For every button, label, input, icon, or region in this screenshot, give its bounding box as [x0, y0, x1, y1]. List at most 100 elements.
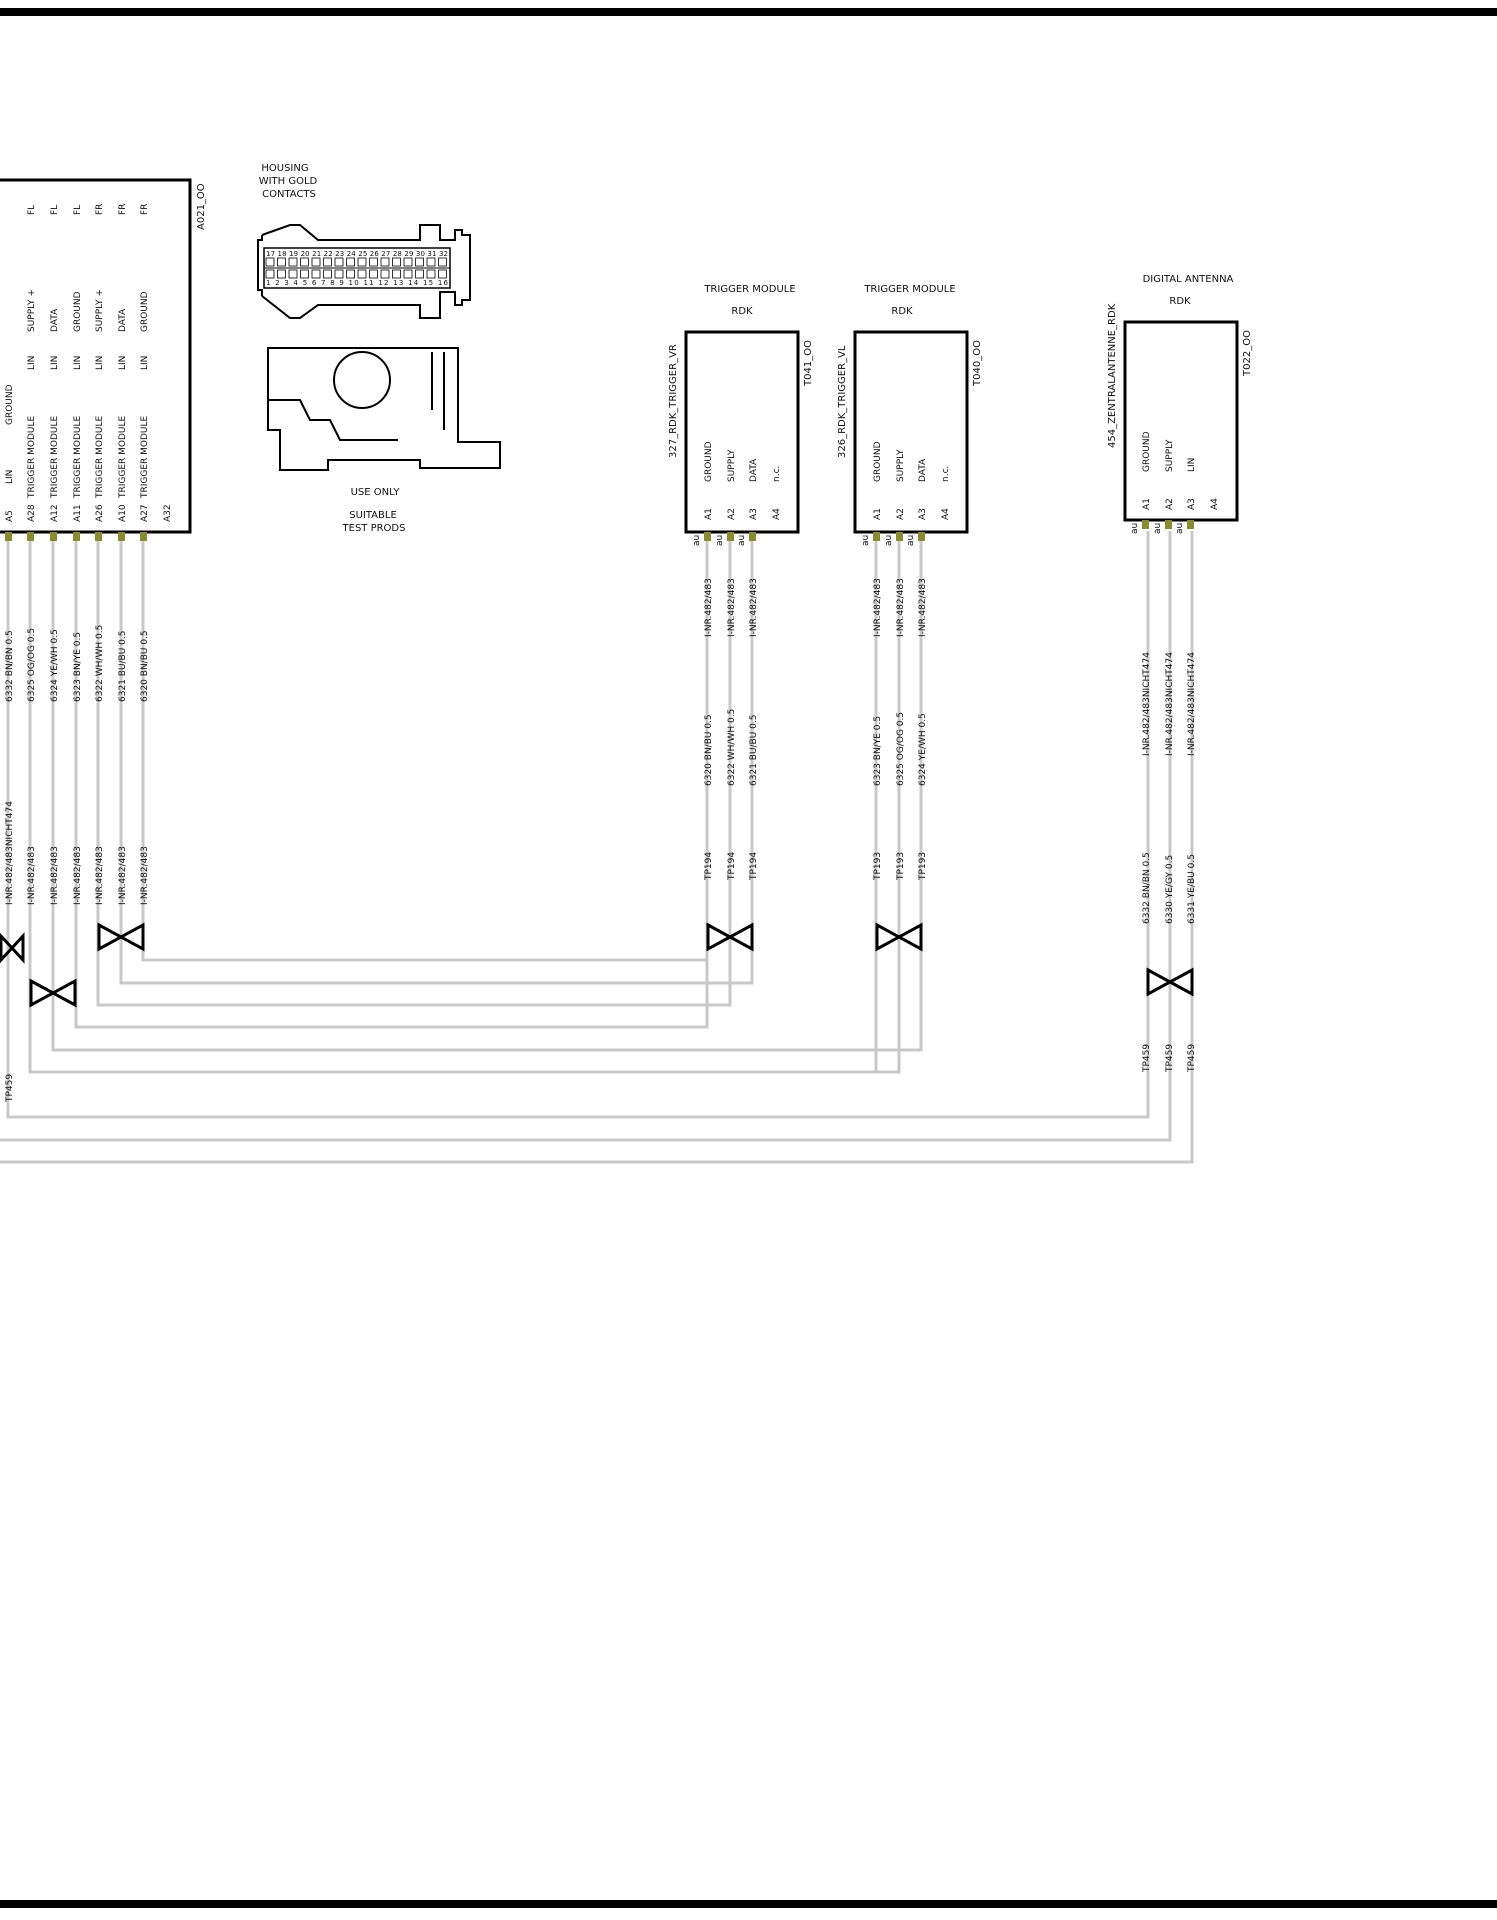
housing-cell: [415, 257, 424, 267]
inr-label: I-NR.482/483: [73, 846, 83, 905]
wire-route: [96, 541, 732, 1007]
module-pin-signal: DATA: [918, 458, 928, 482]
wire-route: [119, 541, 754, 985]
test-point-label: TP194: [749, 852, 759, 881]
pin-contact: [140, 532, 147, 541]
wire-label: 6321 BU/BU 0.5: [118, 631, 128, 703]
wire-label: 6322 WH/WH 0.5: [727, 709, 737, 786]
connector-face-icon: [257, 224, 471, 319]
module-pin-number: A3: [1187, 498, 1197, 510]
housing-cell: [277, 269, 286, 279]
module-pin-number: A1: [1142, 498, 1152, 510]
housing-cell: [288, 269, 298, 279]
housing-cell: [300, 269, 309, 279]
housing-cell: [357, 269, 367, 279]
inr-label: I-NR.482/483: [918, 578, 928, 637]
wire-route: [74, 541, 709, 1029]
housing-cell: [346, 257, 355, 267]
au-label: au: [861, 535, 871, 546]
module-title-sub: RDK: [891, 306, 913, 317]
module-pin-signal: SUPPLY: [896, 449, 906, 482]
inr-label: I-NR.482/483: [896, 578, 906, 637]
au-label: au: [906, 535, 916, 546]
ecu-pin-side: FR: [140, 204, 150, 215]
pin-contact: [27, 532, 34, 541]
ecu-pin-signal: DATA: [50, 308, 60, 332]
module-pin-signal: GROUND: [873, 441, 883, 482]
inr-label: I-NR.482/483: [704, 578, 714, 637]
module-id: T022_OO: [1242, 330, 1253, 377]
ecu-pin-signal: SUPPLY +: [27, 289, 37, 332]
housing-note-1: USE ONLY: [351, 487, 401, 498]
inline-connector-icon: [97, 922, 145, 952]
ecu-pin-side: FL: [50, 205, 60, 215]
inline-connector-icon: [1146, 967, 1194, 997]
wire-route: [6, 531, 1150, 1119]
pin-contact: [50, 532, 57, 541]
module-pin-signal: GROUND: [1142, 431, 1152, 472]
housing-cell: [288, 257, 298, 267]
pin-contact: [704, 532, 711, 541]
au-label: au: [884, 535, 894, 546]
housing-bottom-pins: 1 2 3 4 5 6 7 8 9 10 11 12 13 14 15 16: [266, 279, 449, 287]
wire-label: 6323 BN/YE 0.5: [73, 632, 83, 702]
housing-cell: [380, 257, 390, 267]
wire-label: 6325 OG/OG 0.5: [27, 628, 37, 702]
ecu-pin-number: A10: [118, 504, 128, 522]
ecu-pin-function: TRIGGER MODULE: [95, 415, 105, 499]
ecu-pin-side: FL: [27, 205, 37, 215]
pin-contact: [1165, 520, 1172, 529]
pin-contact: [727, 532, 734, 541]
ecu-pin-number: A28: [27, 504, 37, 522]
module-title-sub: RDK: [731, 306, 753, 317]
inr-label: I-NR.482/483: [873, 578, 883, 637]
module-block: DIGITAL ANTENNARDK454_ZENTRALANTENNE_RDK…: [1107, 274, 1253, 1073]
inr-label: I-NR.482/483: [140, 846, 150, 905]
module-pin-signal: SUPPLY: [1165, 439, 1175, 472]
test-point-label: TP193: [896, 852, 906, 881]
wire-label: 6320 BN/BU 0.5: [140, 630, 150, 702]
wire-route: [51, 541, 923, 1052]
inr-label: I-NR.482/483NICHT474: [1165, 652, 1175, 756]
test-point-label: TP459: [1165, 1044, 1175, 1073]
ecu-pin-number: A12: [50, 504, 60, 522]
module-pin-number: A4: [772, 508, 782, 520]
housing-cell: [438, 257, 447, 267]
pin-contact: [896, 532, 903, 541]
test-point-label: TP193: [918, 852, 928, 881]
module-box: [853, 330, 969, 534]
module-pin-number: A4: [1210, 498, 1220, 510]
inline-connector-icon: [0, 932, 25, 964]
pin-contact: [873, 532, 880, 541]
inr-label: I-NR.482/483NICHT474: [1187, 652, 1197, 756]
wire-label: 6324 YE/WH 0.5: [918, 713, 928, 786]
module-pin-number: A2: [896, 508, 906, 520]
ecu-pin-side: FR: [95, 204, 105, 215]
module-id: T040_OO: [972, 340, 983, 387]
module-pin-signal: n.c.: [941, 466, 951, 482]
wire-label: 6320 BN/BU 0.5: [704, 714, 714, 786]
pin-contact: [95, 532, 102, 541]
ecu-pin-bus: LIN: [27, 356, 37, 370]
module-title: DIGITAL ANTENNA: [1143, 274, 1234, 285]
ecu-pin-number: A27: [140, 504, 150, 522]
module-title: TRIGGER MODULE: [863, 284, 955, 295]
pin-contact: [73, 532, 80, 541]
pin-contact: [749, 532, 756, 541]
wire-label: 6324 YE/WH 0.5: [50, 629, 60, 702]
housing-title-1: HOUSING: [261, 163, 308, 174]
housing-cell: [369, 269, 378, 279]
module-pin-number: A2: [727, 508, 737, 520]
test-point-label: TP459: [1187, 1044, 1197, 1073]
housing-cell: [392, 257, 401, 267]
housing-cell: [311, 269, 321, 279]
module-pin-number: A1: [704, 508, 714, 520]
housing-cell: [265, 269, 275, 279]
ecu-pin-side: FR: [118, 204, 128, 215]
module-pin-signal: SUPPLY: [727, 449, 737, 482]
module-pin-signal: GROUND: [704, 441, 714, 482]
